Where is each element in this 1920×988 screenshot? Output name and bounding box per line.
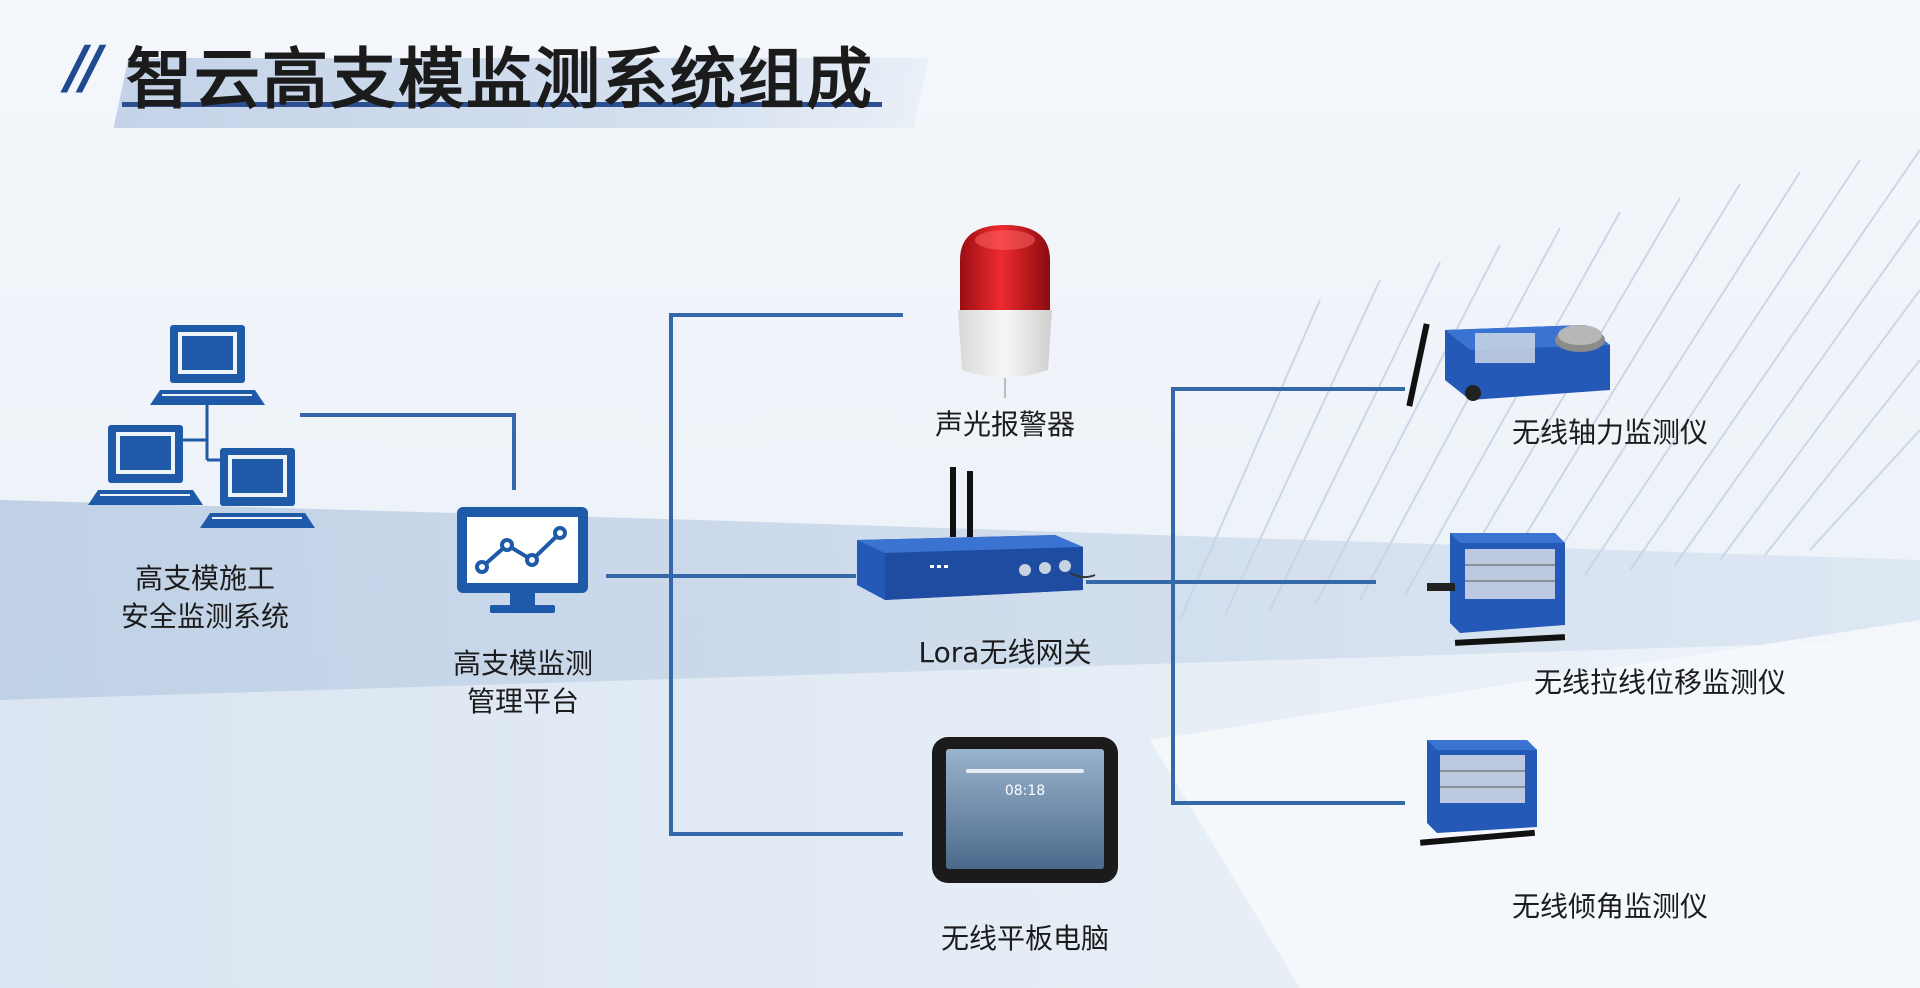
gateway-label: Lora无线网关	[918, 636, 1092, 669]
tilt-label: 无线倾角监测仪	[1511, 890, 1708, 923]
axial-force-label: 无线轴力监测仪	[1511, 416, 1708, 449]
connector-sensors-trunk	[1171, 387, 1175, 805]
monitor-chart-icon	[457, 507, 588, 613]
alarm-label: 声光报警器	[934, 408, 1075, 441]
connector-to-tablet	[669, 832, 903, 836]
platform-label: 高支模监测 管理平台	[423, 645, 623, 721]
safety-system-line2: 安全监测系统	[120, 600, 289, 633]
tablet-screen-time: 08:18	[1005, 783, 1045, 799]
computer-network-icon	[88, 325, 315, 528]
platform-line1: 高支模监测	[452, 647, 593, 680]
tablet-label: 无线平板电脑	[940, 922, 1109, 955]
connector-to-alarm	[669, 313, 903, 317]
connector-system-to-platform-h	[300, 413, 516, 417]
safety-system-line1: 高支模施工	[134, 562, 275, 595]
connector-to-tilt	[1171, 801, 1405, 805]
connector-system-to-platform-v	[512, 413, 516, 490]
connector-trunk-vertical	[669, 313, 673, 836]
page-title: 智云高支模监测系统组成	[126, 41, 874, 118]
gateway-device-icon	[857, 467, 1096, 600]
tablet-icon: 08:18	[932, 737, 1118, 883]
displacement-sensor-icon	[1427, 533, 1566, 646]
title-underline	[122, 102, 882, 107]
safety-system-label: 高支模施工 安全监测系统	[90, 560, 320, 636]
quote-mark-icon: //	[66, 33, 102, 101]
connector-to-axial-force	[1171, 387, 1405, 391]
platform-line2: 管理平台	[466, 685, 579, 718]
alarm-light-icon	[958, 225, 1052, 398]
displacement-label: 无线拉线位移监测仪	[1533, 666, 1786, 699]
title-block: // 智云高支模监测系统组成	[66, 20, 929, 130]
connector-platform-to-gateway	[606, 574, 856, 578]
tilt-sensor-icon	[1419, 740, 1537, 846]
connector-gateway-to-sensors	[1086, 580, 1376, 584]
axial-force-sensor-icon	[1406, 323, 1610, 407]
